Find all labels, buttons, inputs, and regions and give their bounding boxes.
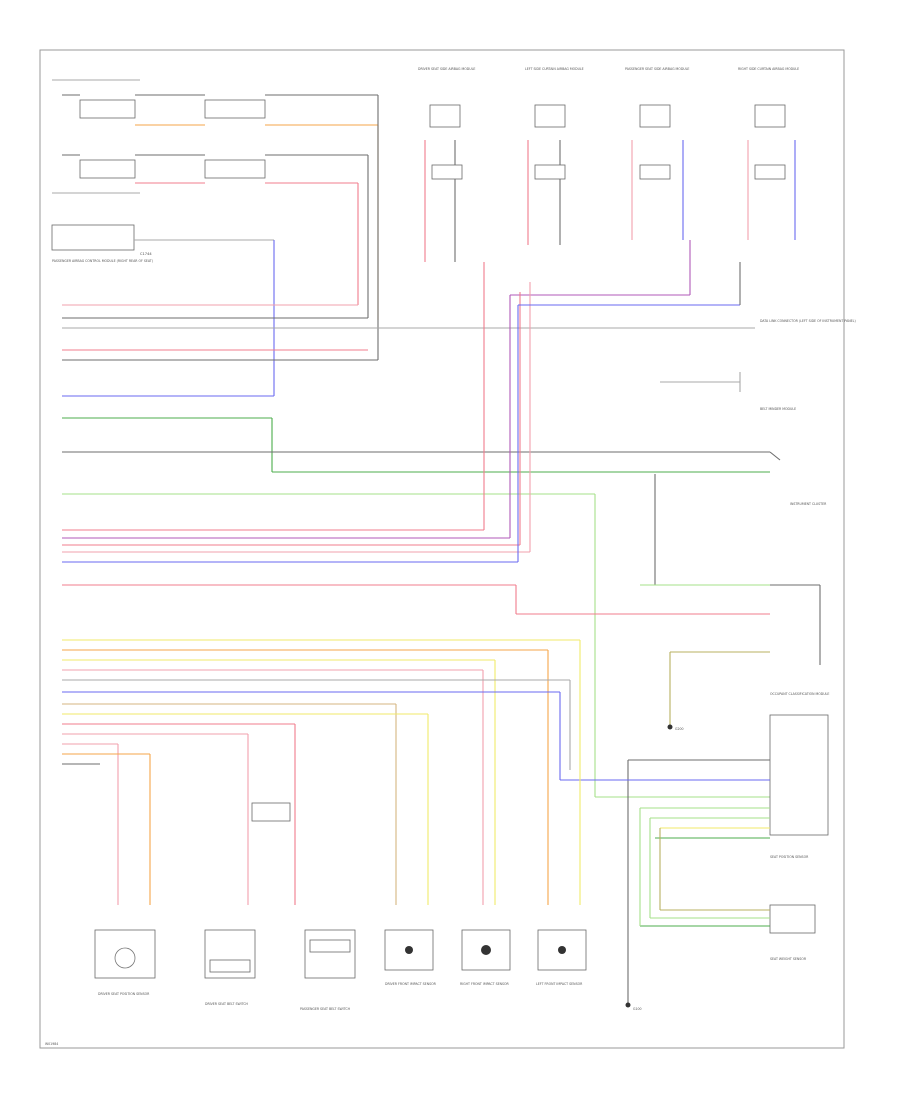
belt-minder-label: BELT MINDER MODULE xyxy=(760,407,796,411)
diagram-frame xyxy=(39,49,845,1049)
bottom-components: DRIVER SEAT POSITION SENSOR DRIVER SEAT … xyxy=(94,929,587,1011)
svg-text:DRIVER SEAT SIDE AIRBAG MODULE: DRIVER SEAT SIDE AIRBAG MODULE xyxy=(418,67,475,71)
data-link-connector-label: DATA LINK CONNECTOR (LEFT SIDE OF INSTRU… xyxy=(760,319,856,323)
seat-weight-sensor-box xyxy=(769,904,816,934)
svg-text:DRIVER SEAT BELT SWITCH: DRIVER SEAT BELT SWITCH xyxy=(205,1002,249,1006)
ground-g100-label: G100 xyxy=(633,1007,642,1011)
right-curtain-sensor: RIGHT SIDE CURTAIN AIRBAG MODULE xyxy=(738,67,799,305)
module-name: PASSENGER AIRBAG CONTROL MODULE (RIGHT R… xyxy=(52,259,153,263)
page-label: W01984 xyxy=(45,1042,58,1046)
seat-position-sensor-label: SEAT POSITION SENSOR xyxy=(770,855,809,859)
ground-g200-label: G200 xyxy=(675,727,684,731)
occupant-classification-label: OCCUPANT CLASSIFICATION MODULE xyxy=(770,692,829,696)
right-front-impact-sensor: RIGHT FRONT IMPACT SENSOR xyxy=(460,929,511,986)
svg-text:LEFT FRONT IMPACT SENSOR: LEFT FRONT IMPACT SENSOR xyxy=(536,982,583,986)
driver-front-impact-sensor: DRIVER FRONT IMPACT SENSOR xyxy=(384,929,437,986)
airbag-module: C1744 PASSENGER AIRBAG CONTROL MODULE (R… xyxy=(51,224,275,397)
module-box xyxy=(51,224,135,251)
top-sensor-group: DRIVER SEAT SIDE AIRBAG MODULE LEFT SIDE… xyxy=(418,67,799,305)
svg-text:RIGHT SIDE CURTAIN AIRBAG MODU: RIGHT SIDE CURTAIN AIRBAG MODULE xyxy=(738,67,799,71)
module-connector-label: C1744 xyxy=(140,252,152,256)
clockspring-section xyxy=(52,79,379,360)
svg-text:PASSENGER SEAT BELT SWITCH: PASSENGER SEAT BELT SWITCH xyxy=(300,1007,351,1011)
left-curtain-sensor: LEFT SIDE CURTAIN AIRBAG MODULE xyxy=(525,67,584,245)
passenger-side-sensor: PASSENGER SEAT SIDE AIRBAG MODULE xyxy=(625,67,691,295)
passenger-seat-belt-switch: PASSENGER SEAT BELT SWITCH xyxy=(300,929,356,1011)
svg-text:RIGHT FRONT IMPACT SENSOR: RIGHT FRONT IMPACT SENSOR xyxy=(460,982,510,986)
lower-harness xyxy=(62,639,581,905)
svg-text:DRIVER SEAT POSITION SENSOR: DRIVER SEAT POSITION SENSOR xyxy=(98,992,150,996)
left-front-impact-sensor: LEFT FRONT IMPACT SENSOR xyxy=(536,929,587,986)
svg-text:PASSENGER SEAT SIDE AIRBAG MOD: PASSENGER SEAT SIDE AIRBAG MODULE xyxy=(625,67,689,71)
svg-text:LEFT SIDE CURTAIN AIRBAG MODUL: LEFT SIDE CURTAIN AIRBAG MODULE xyxy=(525,67,584,71)
svg-text:DRIVER FRONT IMPACT SENSOR: DRIVER FRONT IMPACT SENSOR xyxy=(385,982,437,986)
driver-seat-belt-switch: DRIVER SEAT BELT SWITCH xyxy=(204,929,256,1006)
driver-side-sensor: DRIVER SEAT SIDE AIRBAG MODULE xyxy=(418,67,475,262)
main-harness xyxy=(62,262,770,798)
instrument-cluster-label: INSTRUMENT CLUSTER xyxy=(790,502,827,506)
right-side-components: DATA LINK CONNECTOR (LEFT SIDE OF INSTRU… xyxy=(560,319,856,1011)
occupant-classification-module xyxy=(769,714,829,836)
seat-weight-sensor-label: SEAT WEIGHT SENSOR xyxy=(770,957,807,961)
driver-seat-position-sensor: DRIVER SEAT POSITION SENSOR xyxy=(94,929,156,996)
